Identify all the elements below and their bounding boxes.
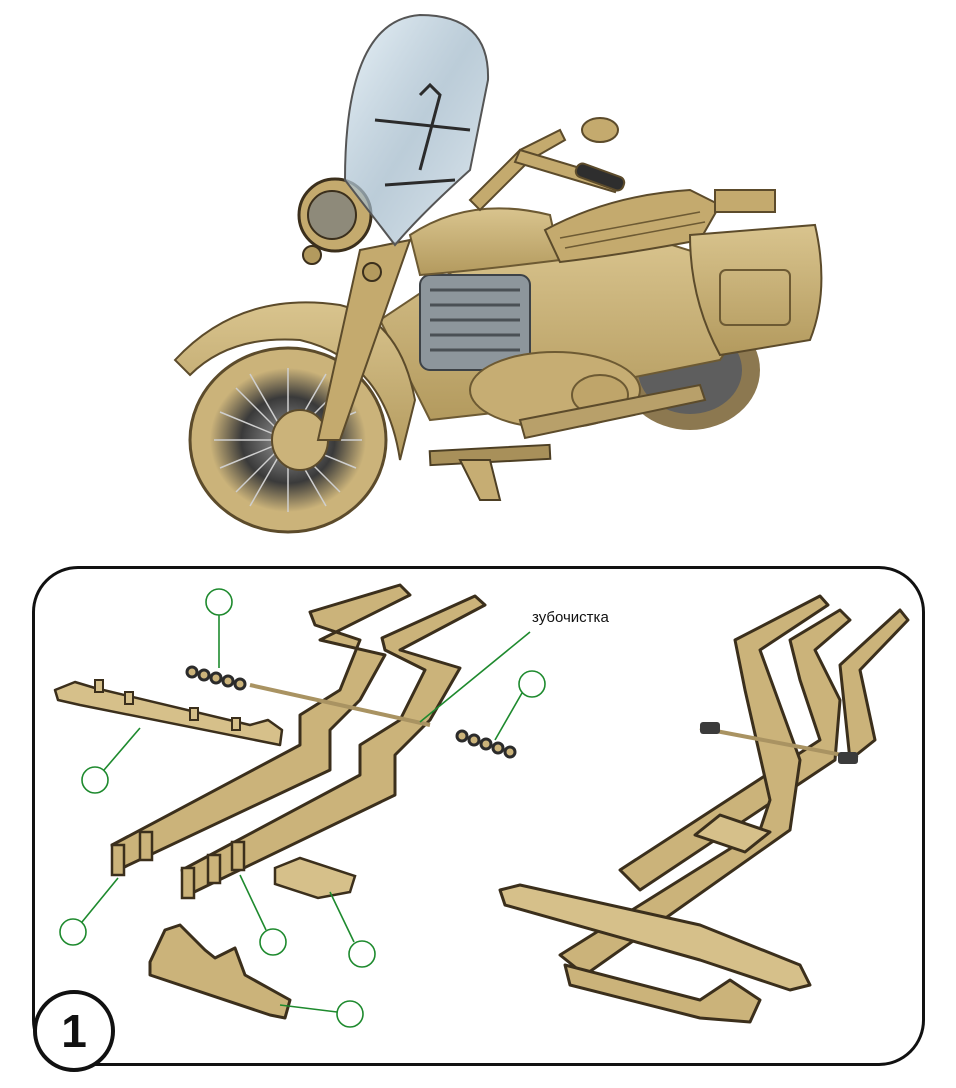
motorcycle-body (378, 188, 823, 501)
windshield (343, 13, 490, 247)
motorcycle-model-illustration (173, 13, 823, 534)
toothpick-label: зубочистка (532, 609, 609, 626)
handlebars (468, 117, 626, 212)
assembly-step-panel (32, 566, 925, 1066)
step-number-badge: 1 (33, 990, 115, 1072)
windshield-bracket (374, 82, 471, 187)
front-fork (297, 177, 412, 441)
